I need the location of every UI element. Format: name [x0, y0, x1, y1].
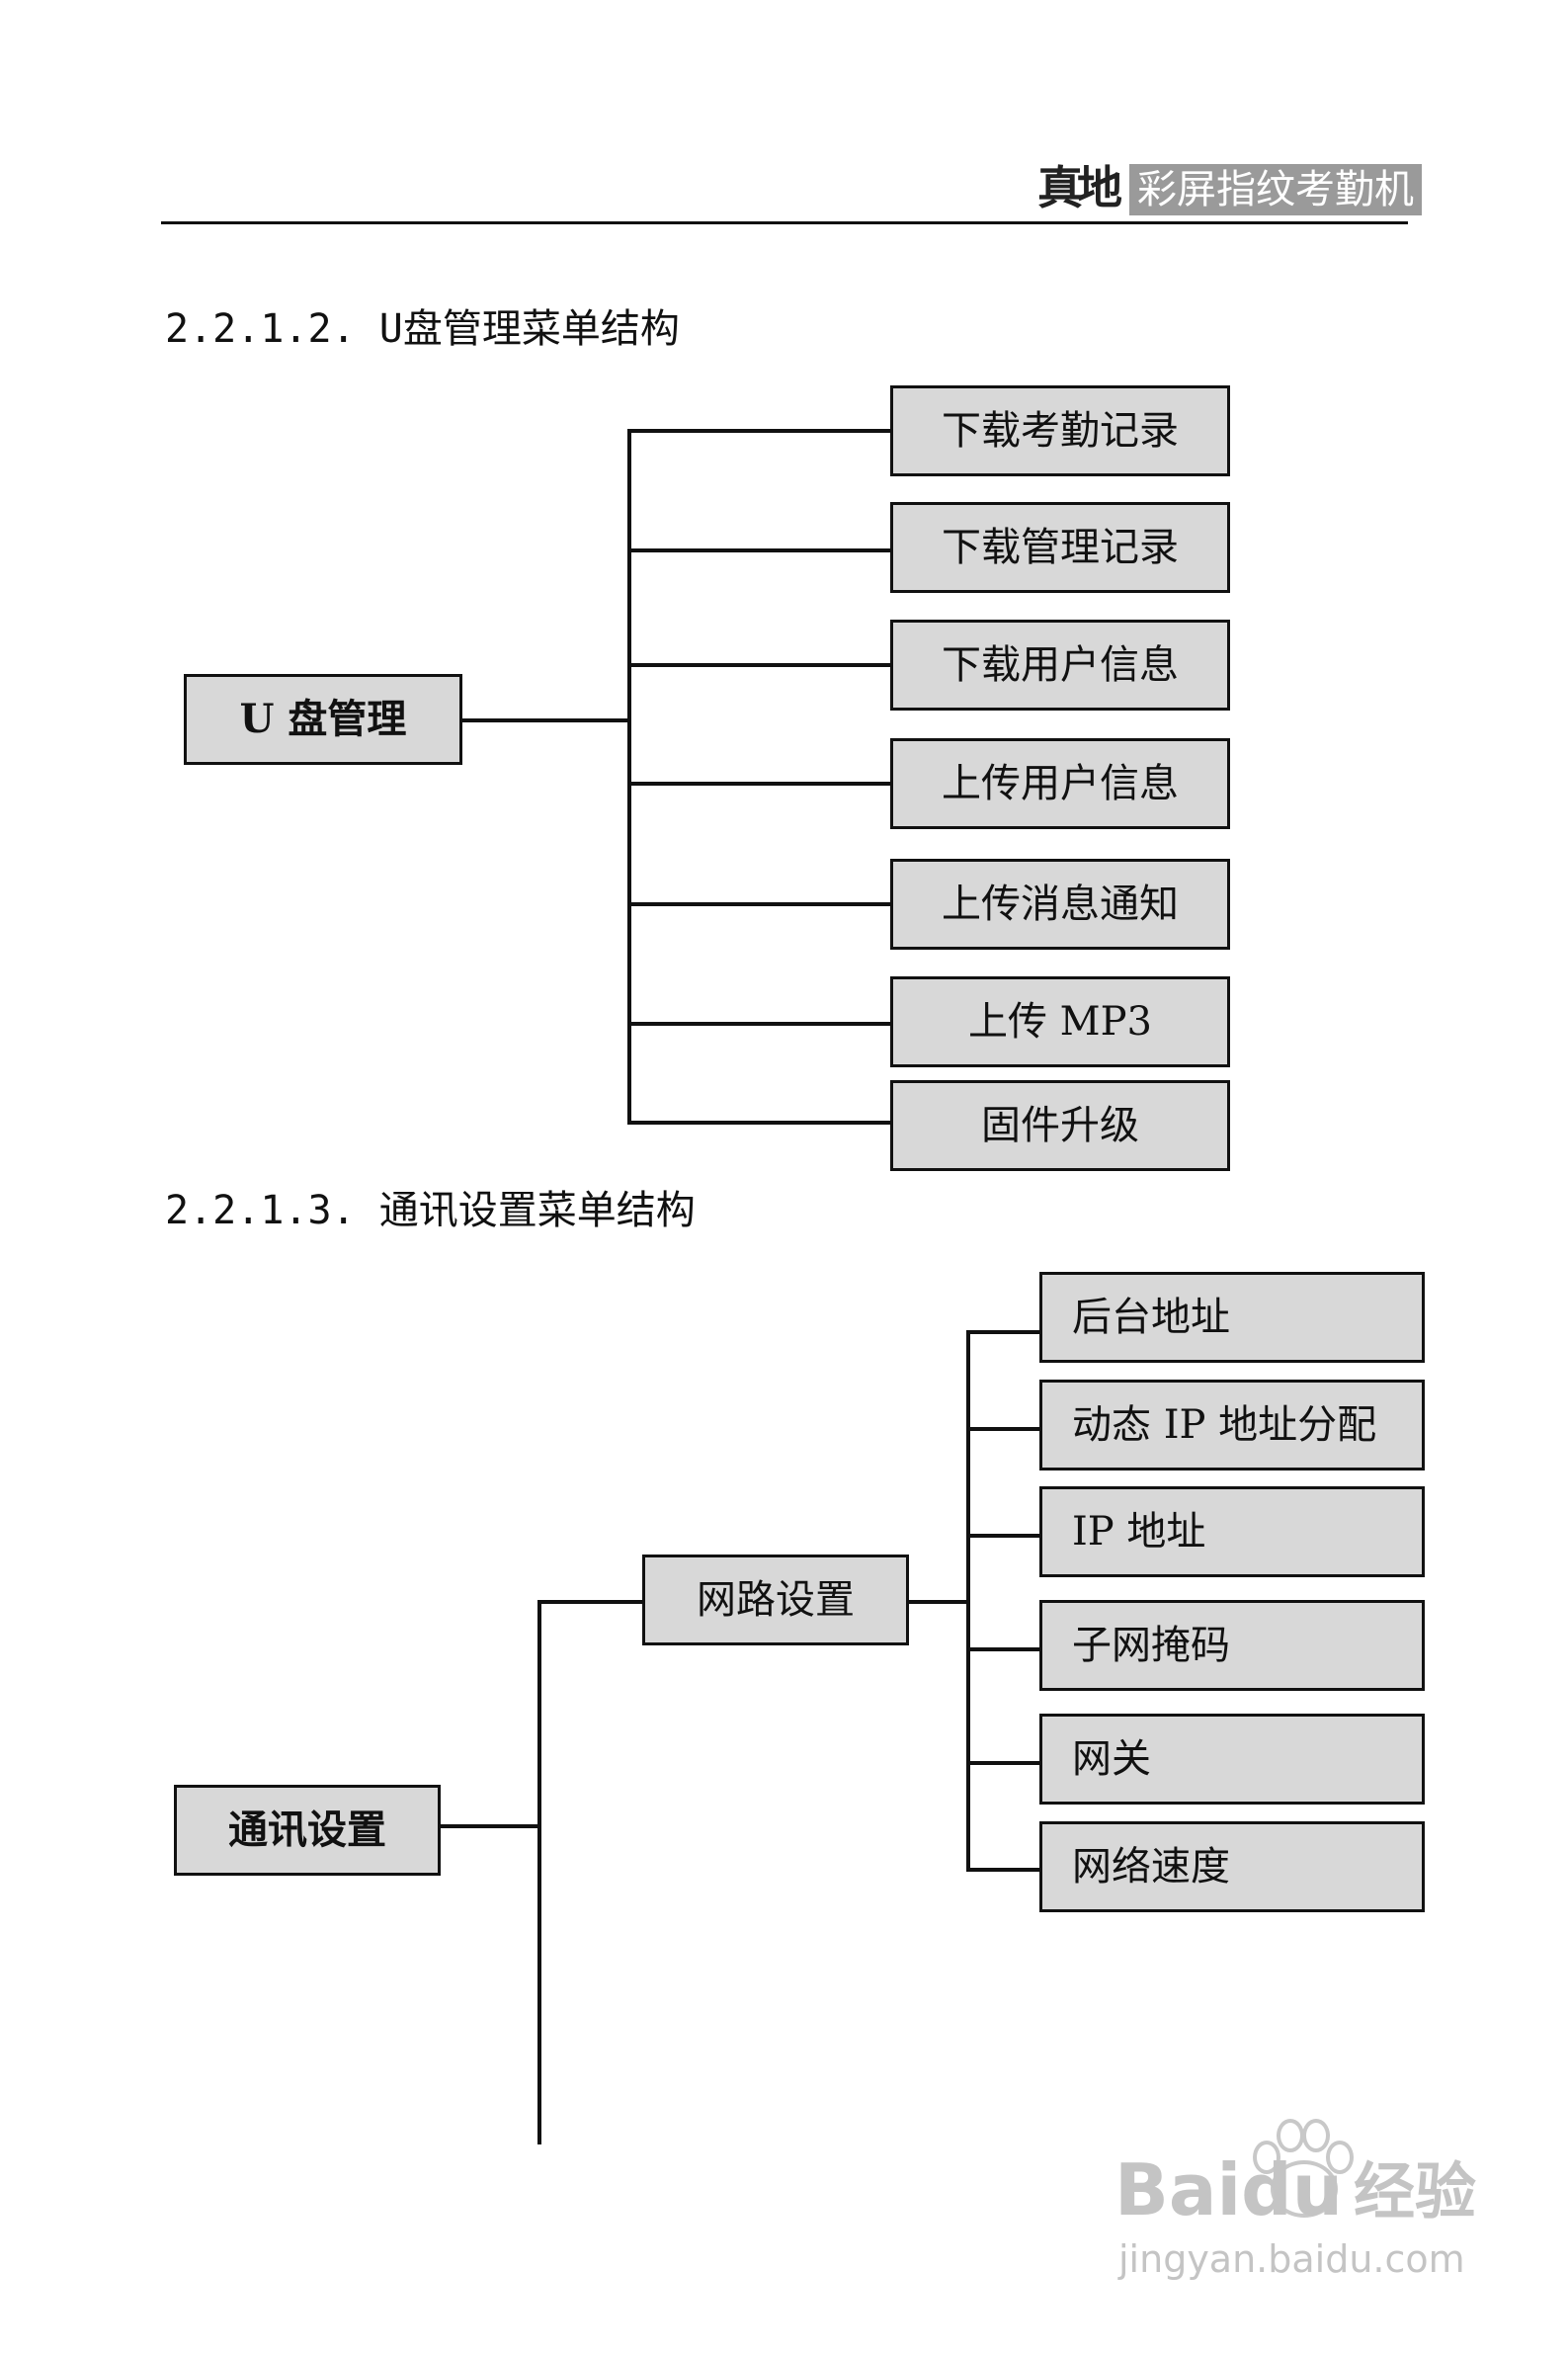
node-upload-mp3: 上传 MP3 — [890, 976, 1230, 1067]
branch-line — [966, 1868, 1041, 1872]
watermark-brand-tail: du — [1241, 2148, 1343, 2231]
paw-icon — [1247, 2115, 1356, 2218]
brand-logo: 真地 — [1037, 161, 1122, 214]
connector — [909, 1600, 968, 1604]
branch-line — [627, 1121, 892, 1125]
node-comm-root: 通讯设置 — [174, 1785, 441, 1876]
subtrunk-line — [966, 1330, 970, 1872]
watermark-product: 经验 — [1354, 2155, 1477, 2227]
node-download-admin: 下载管理记录 — [890, 502, 1230, 593]
node-usb-root: U 盘管理 — [184, 674, 462, 765]
branch-line — [627, 902, 892, 906]
branch-line — [966, 1534, 1041, 1538]
branch-line — [627, 782, 892, 786]
trunk-line — [537, 1600, 541, 2144]
watermark-url: jingyan.baidu.com — [1118, 2237, 1465, 2281]
node-network-settings: 网路设置 — [642, 1555, 909, 1645]
node-download-users: 下载用户信息 — [890, 620, 1230, 711]
node-ip-address: IP 地址 — [1039, 1486, 1425, 1577]
product-title: 彩屏指纹考勤机 — [1129, 164, 1422, 215]
branch-line — [627, 1022, 892, 1026]
node-network-speed: 网络速度 — [1039, 1821, 1425, 1912]
branch-line — [966, 1647, 1041, 1651]
header-rule — [161, 221, 1408, 224]
branch-line — [627, 663, 892, 667]
branch-line — [966, 1761, 1041, 1765]
trunk-line — [627, 431, 631, 1125]
branch-line — [966, 1427, 1041, 1431]
watermark-brand: Bai — [1114, 2148, 1242, 2231]
branch-line — [627, 548, 892, 552]
section-heading-usb: 2.2.1.2. U盘管理菜单结构 — [165, 306, 680, 352]
node-dhcp: 动态 IP 地址分配 — [1039, 1380, 1425, 1471]
node-download-attendance: 下载考勤记录 — [890, 385, 1230, 476]
node-upload-users: 上传用户信息 — [890, 738, 1230, 829]
section-heading-comm: 2.2.1.3. 通讯设置菜单结构 — [165, 1188, 696, 1233]
node-subnet-mask: 子网掩码 — [1039, 1600, 1425, 1691]
connector — [462, 718, 630, 722]
branch-line — [537, 1600, 644, 1604]
branch-line — [966, 1330, 1041, 1334]
connector — [441, 1824, 539, 1828]
node-gateway: 网关 — [1039, 1714, 1425, 1805]
node-upload-messages: 上传消息通知 — [890, 859, 1230, 950]
node-backend-address: 后台地址 — [1039, 1272, 1425, 1363]
node-firmware-upgrade: 固件升级 — [890, 1080, 1230, 1171]
branch-line — [627, 429, 892, 433]
